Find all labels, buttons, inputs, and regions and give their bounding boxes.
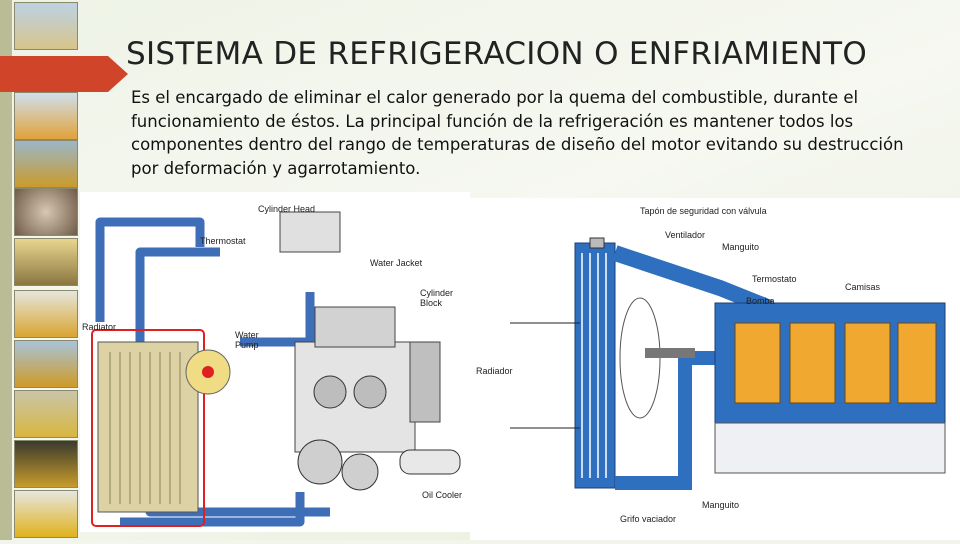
title-arrow	[0, 56, 108, 92]
thumb-loader-arm	[14, 290, 78, 338]
thumb-engine	[14, 238, 78, 286]
thumb-truck	[14, 490, 78, 538]
label-camisas: Camisas	[845, 282, 881, 292]
thumb-excavator-2	[14, 140, 78, 188]
thumb-turbine	[14, 188, 78, 236]
page-title: SISTEMA DE REFRIGERACION O ENFRIAMIENTO	[126, 36, 868, 72]
title-arrow-tip	[108, 56, 128, 92]
thumb-dozer	[14, 340, 78, 388]
label-water-jacket: Water Jacket	[370, 258, 423, 268]
label-radiator: Radiator	[82, 322, 117, 332]
thumb-drill	[14, 440, 78, 488]
label-radiador: Radiador	[476, 366, 513, 376]
radiator-shape	[91, 329, 205, 527]
thumbnail-strip	[0, 0, 80, 540]
label-ventilador: Ventilador	[665, 230, 706, 240]
label-grifo-vaciador: Grifo vaciador	[620, 514, 677, 524]
label-water-pump: Water Pump	[235, 330, 259, 350]
label-manguito-top: Manguito	[722, 242, 760, 252]
cooling-system-diagram: Tapón de seguridad con válvula Ventilado…	[470, 198, 960, 540]
thumb-grader	[14, 2, 78, 50]
engine-block-shape	[294, 306, 441, 491]
label-bomba: Bomba	[746, 296, 775, 306]
label-cylinder-head: Cylinder Head	[258, 204, 316, 214]
cooling-system-drawing	[510, 237, 946, 490]
strip-rail	[0, 0, 12, 540]
label-termostato: Termostato	[752, 274, 797, 284]
thumb-roller	[14, 390, 78, 438]
label-cylinder-block: Cylinder Block	[420, 288, 454, 308]
label-tapon: Tapón de seguridad con válvula	[640, 206, 767, 216]
engine-cooling-drawing	[91, 211, 461, 527]
label-manguito-bottom: Manguito	[702, 500, 740, 510]
description-text: Es el encargado de eliminar el calor gen…	[131, 88, 904, 178]
label-thermostat: Thermostat	[200, 236, 246, 246]
label-oil-cooler: Oil Cooler	[422, 490, 463, 500]
engine-cooling-illustration: Cylinder Head Thermostat Water Jacket Cy…	[80, 192, 470, 532]
thumb-excavator-1	[14, 92, 78, 140]
